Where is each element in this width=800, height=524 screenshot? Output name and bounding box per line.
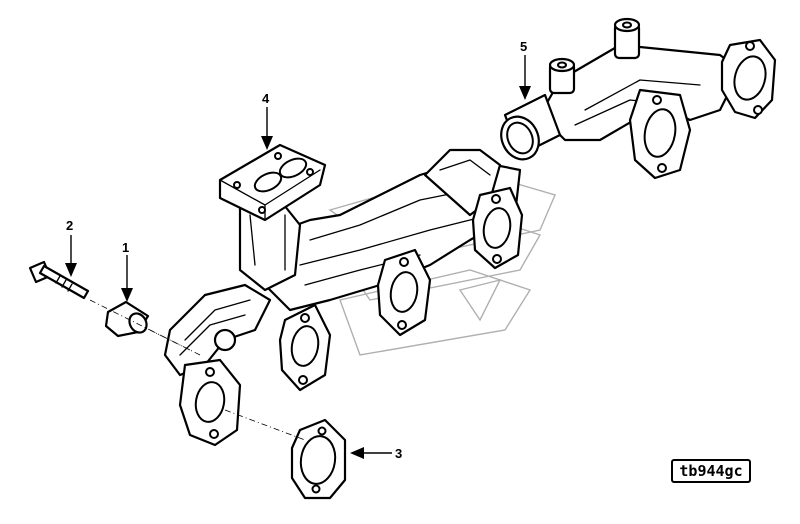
callout-2: 2 (65, 218, 77, 277)
callout-4: 4 (261, 91, 273, 150)
manifold-rear-section (500, 17, 742, 161)
callout-number-1: 1 (122, 240, 129, 255)
callout-number-4: 4 (262, 91, 270, 106)
spacer (104, 300, 150, 338)
gasket (290, 418, 347, 500)
rear-port-flange-middle (628, 88, 692, 180)
callout-number-5: 5 (520, 39, 527, 54)
alignment-lines (89, 299, 306, 441)
callout-3: 3 (350, 446, 402, 461)
port-flange-2 (278, 303, 332, 392)
callout-1: 1 (121, 240, 133, 302)
figure-id-label: tb944gc (671, 459, 751, 483)
turbo-mounting-flange (218, 143, 327, 222)
port-flange-4 (471, 186, 524, 270)
callout-5: 5 (519, 39, 531, 100)
capscrew (28, 260, 90, 300)
port-flange-left (178, 358, 242, 447)
callout-number-3: 3 (395, 446, 402, 461)
front-runner (163, 283, 272, 377)
rear-port-flange-right (720, 38, 777, 120)
callout-number-2: 2 (66, 218, 73, 233)
port-flange-3 (376, 248, 432, 337)
